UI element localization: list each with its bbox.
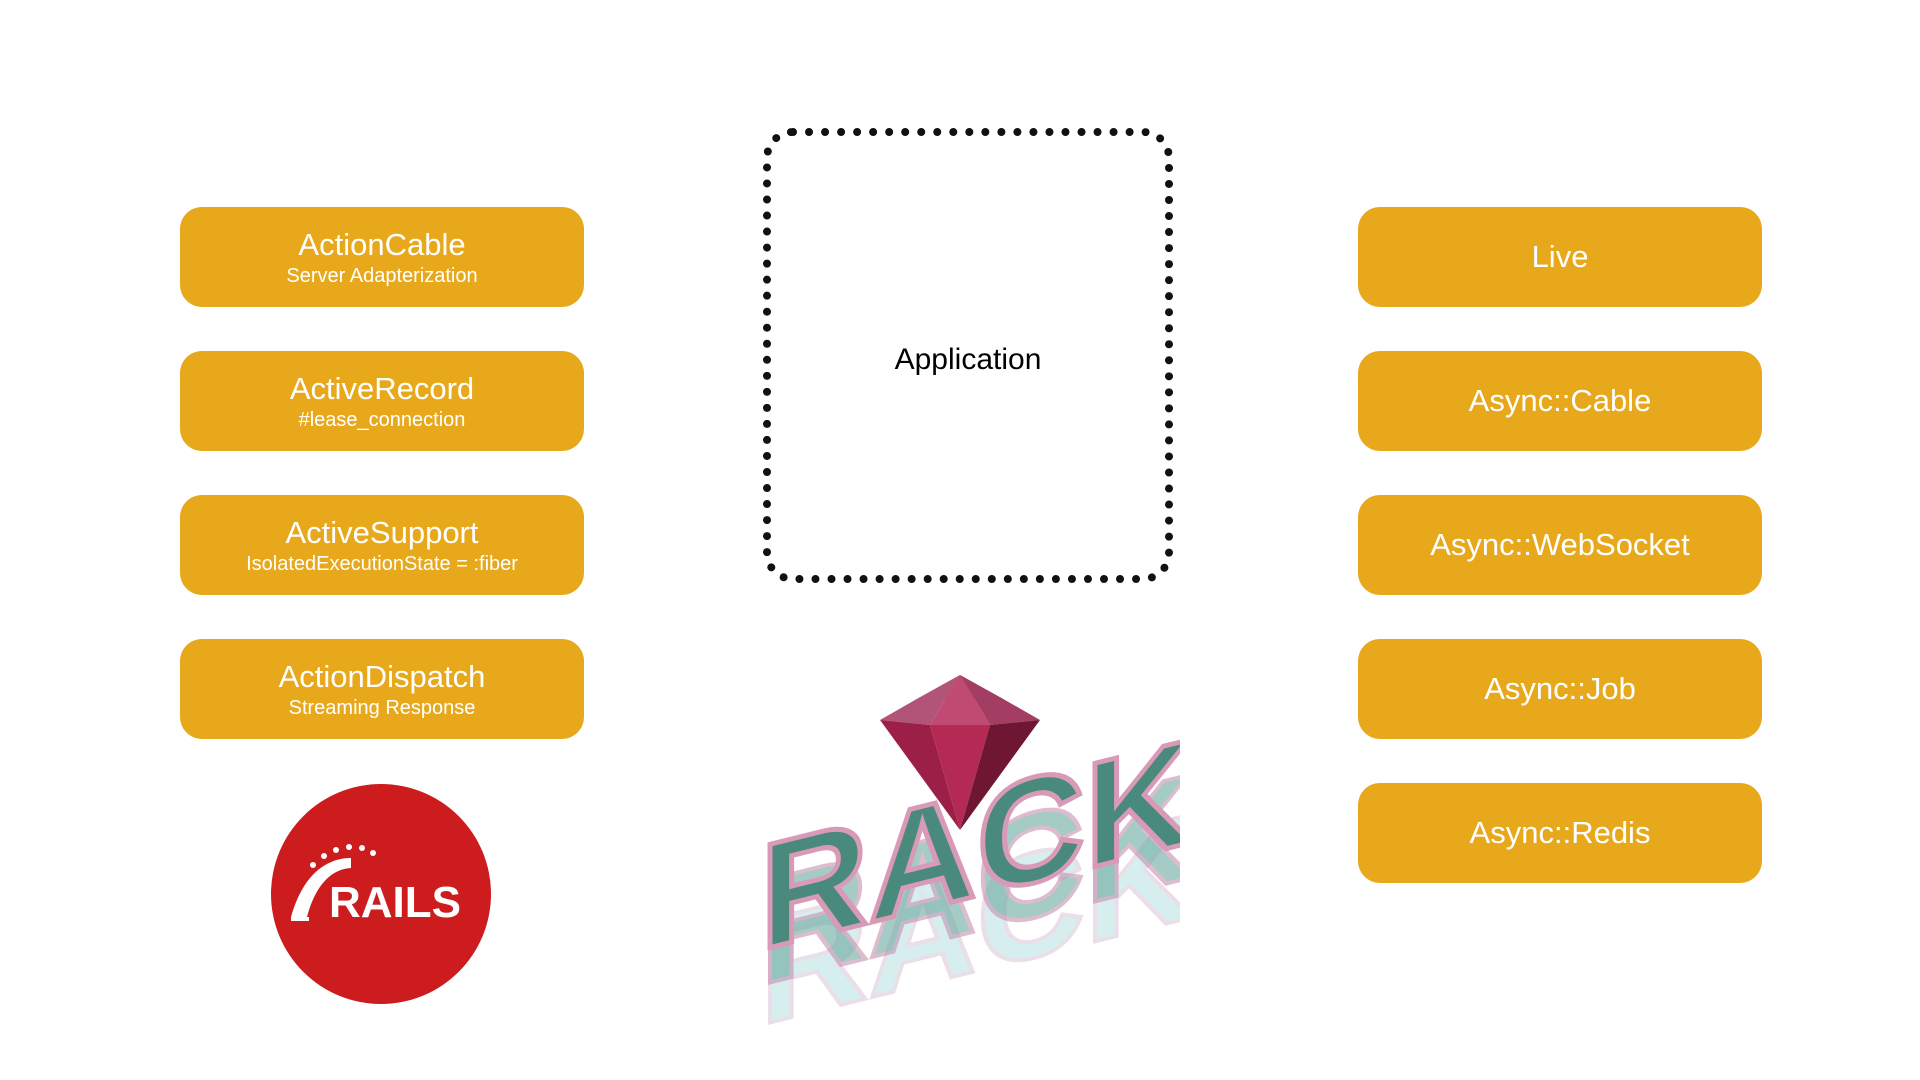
activerecord-box: ActiveRecord #lease_connection	[180, 351, 584, 451]
rack-logo: RACK RACK RACK	[760, 665, 1180, 1075]
rails-logo-text: RAILS	[329, 878, 461, 927]
box-subtitle: Server Adapterization	[286, 264, 477, 288]
application-label: Application	[771, 343, 1165, 377]
box-title: Live	[1532, 239, 1589, 275]
box-title: Async::Job	[1484, 671, 1636, 707]
live-box: Live	[1358, 207, 1762, 307]
box-subtitle: IsolatedExecutionState = :fiber	[246, 552, 518, 576]
actioncable-box: ActionCable Server Adapterization	[180, 207, 584, 307]
rails-logo: RAILS	[269, 782, 493, 1006]
box-subtitle: #lease_connection	[299, 408, 466, 432]
box-subtitle: Streaming Response	[289, 696, 476, 720]
async-job-box: Async::Job	[1358, 639, 1762, 739]
box-title: Async::Cable	[1469, 383, 1652, 419]
box-title: ActionDispatch	[279, 659, 486, 695]
box-title: ActiveRecord	[290, 371, 474, 407]
async-redis-box: Async::Redis	[1358, 783, 1762, 883]
async-cable-box: Async::Cable	[1358, 351, 1762, 451]
box-title: ActionCable	[298, 227, 465, 263]
actiondispatch-box: ActionDispatch Streaming Response	[180, 639, 584, 739]
activesupport-box: ActiveSupport IsolatedExecutionState = :…	[180, 495, 584, 595]
async-websocket-box: Async::WebSocket	[1358, 495, 1762, 595]
application-box: Application	[763, 128, 1173, 583]
box-title: Async::Redis	[1470, 815, 1651, 851]
box-title: ActiveSupport	[286, 515, 479, 551]
box-title: Async::WebSocket	[1430, 527, 1690, 563]
